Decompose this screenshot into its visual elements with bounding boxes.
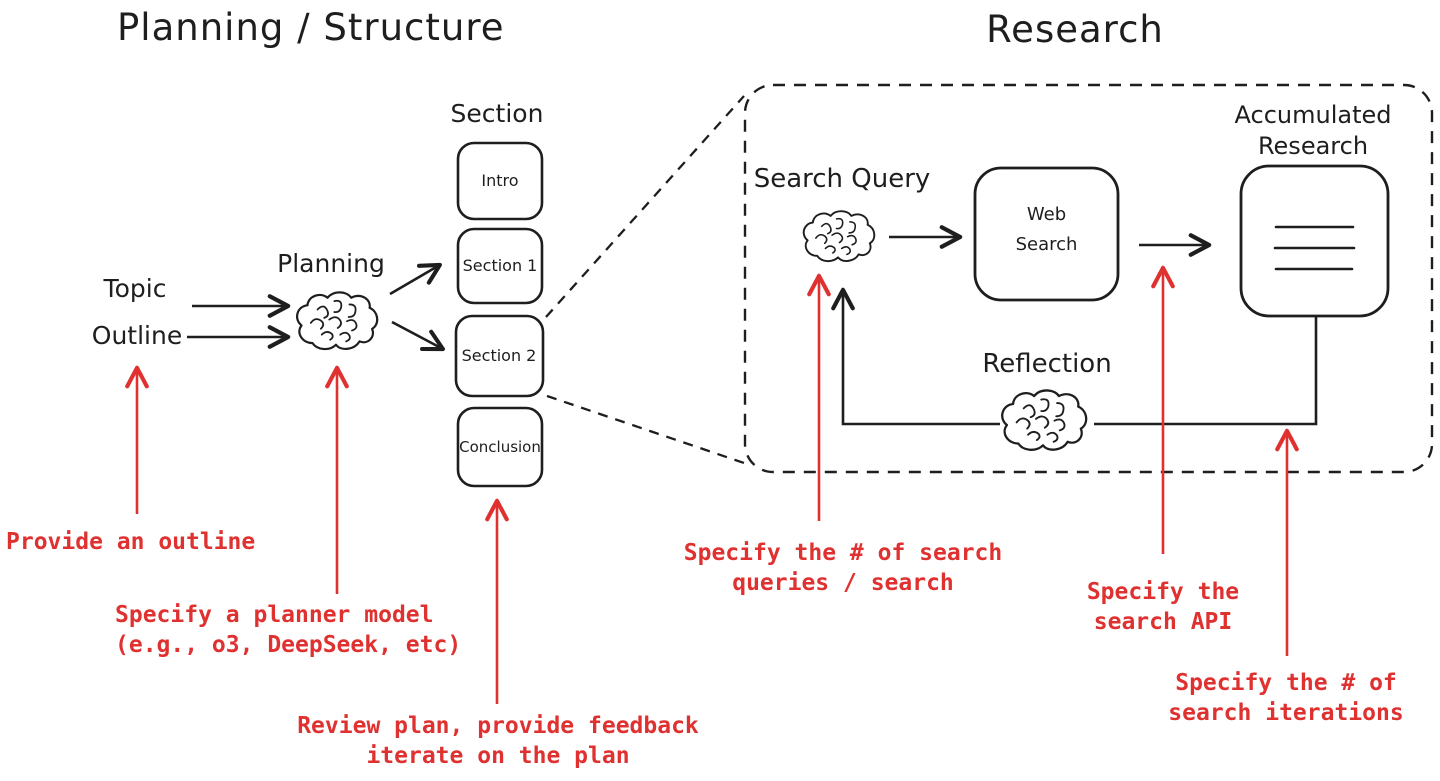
- planning-structure-title: Planning / Structure: [117, 6, 505, 49]
- research-detail-boundary: [743, 83, 1434, 474]
- planner-to-section1-arrow: [389, 262, 442, 296]
- section-header: Section: [450, 99, 544, 128]
- section1-box: [456, 227, 544, 305]
- research-title: Research: [986, 8, 1164, 51]
- outline-label: Outline: [91, 321, 183, 350]
- planning-label: Planning: [277, 249, 385, 278]
- feedback-loop-left-segment: [831, 287, 1000, 426]
- feedback-loop-right-segment: [1094, 317, 1318, 426]
- reflection-label: Reflection: [982, 349, 1112, 379]
- intro-box-label: Intro: [481, 171, 519, 190]
- conclusion-box-label: Conclusion: [459, 438, 541, 456]
- document-lines-icon: [1273, 225, 1356, 271]
- search-api-note: Specify the search API: [1086, 579, 1240, 635]
- provide-outline-note: Provide an outline: [6, 529, 256, 555]
- search-query-brain-icon: [802, 210, 876, 263]
- accumulated-research-box: [1239, 164, 1390, 318]
- web-search-label: Web Search: [1015, 204, 1078, 255]
- planner-model-note: Specify a planner model (e.g., o3, DeepS…: [115, 602, 462, 658]
- conclusion-box: [456, 406, 544, 488]
- topic-label: Topic: [103, 274, 167, 303]
- section1-box-label: Section 1: [462, 256, 538, 275]
- intro-box: [456, 141, 544, 221]
- planner-to-section2-arrow: [391, 320, 445, 352]
- section2-box: [454, 314, 545, 398]
- zoom-connector-bottom-line: [546, 394, 748, 466]
- web-search-box: [973, 166, 1120, 302]
- search-queries-note: Specify the # of search queries / search: [683, 540, 1003, 596]
- reflection-brain-icon: [1001, 389, 1088, 451]
- zoom-connector-top-line: [545, 95, 745, 318]
- planner-brain-icon: [295, 291, 379, 351]
- accumulated-research-label: Accumulated Research: [1234, 101, 1392, 160]
- search-iterations-note: Specify the # of search iterations: [1168, 670, 1404, 726]
- review-plan-note: Review plan, provide feedback iterate on…: [297, 713, 699, 769]
- search-query-label: Search Query: [753, 164, 931, 194]
- section2-box-label: Section 2: [461, 346, 537, 365]
